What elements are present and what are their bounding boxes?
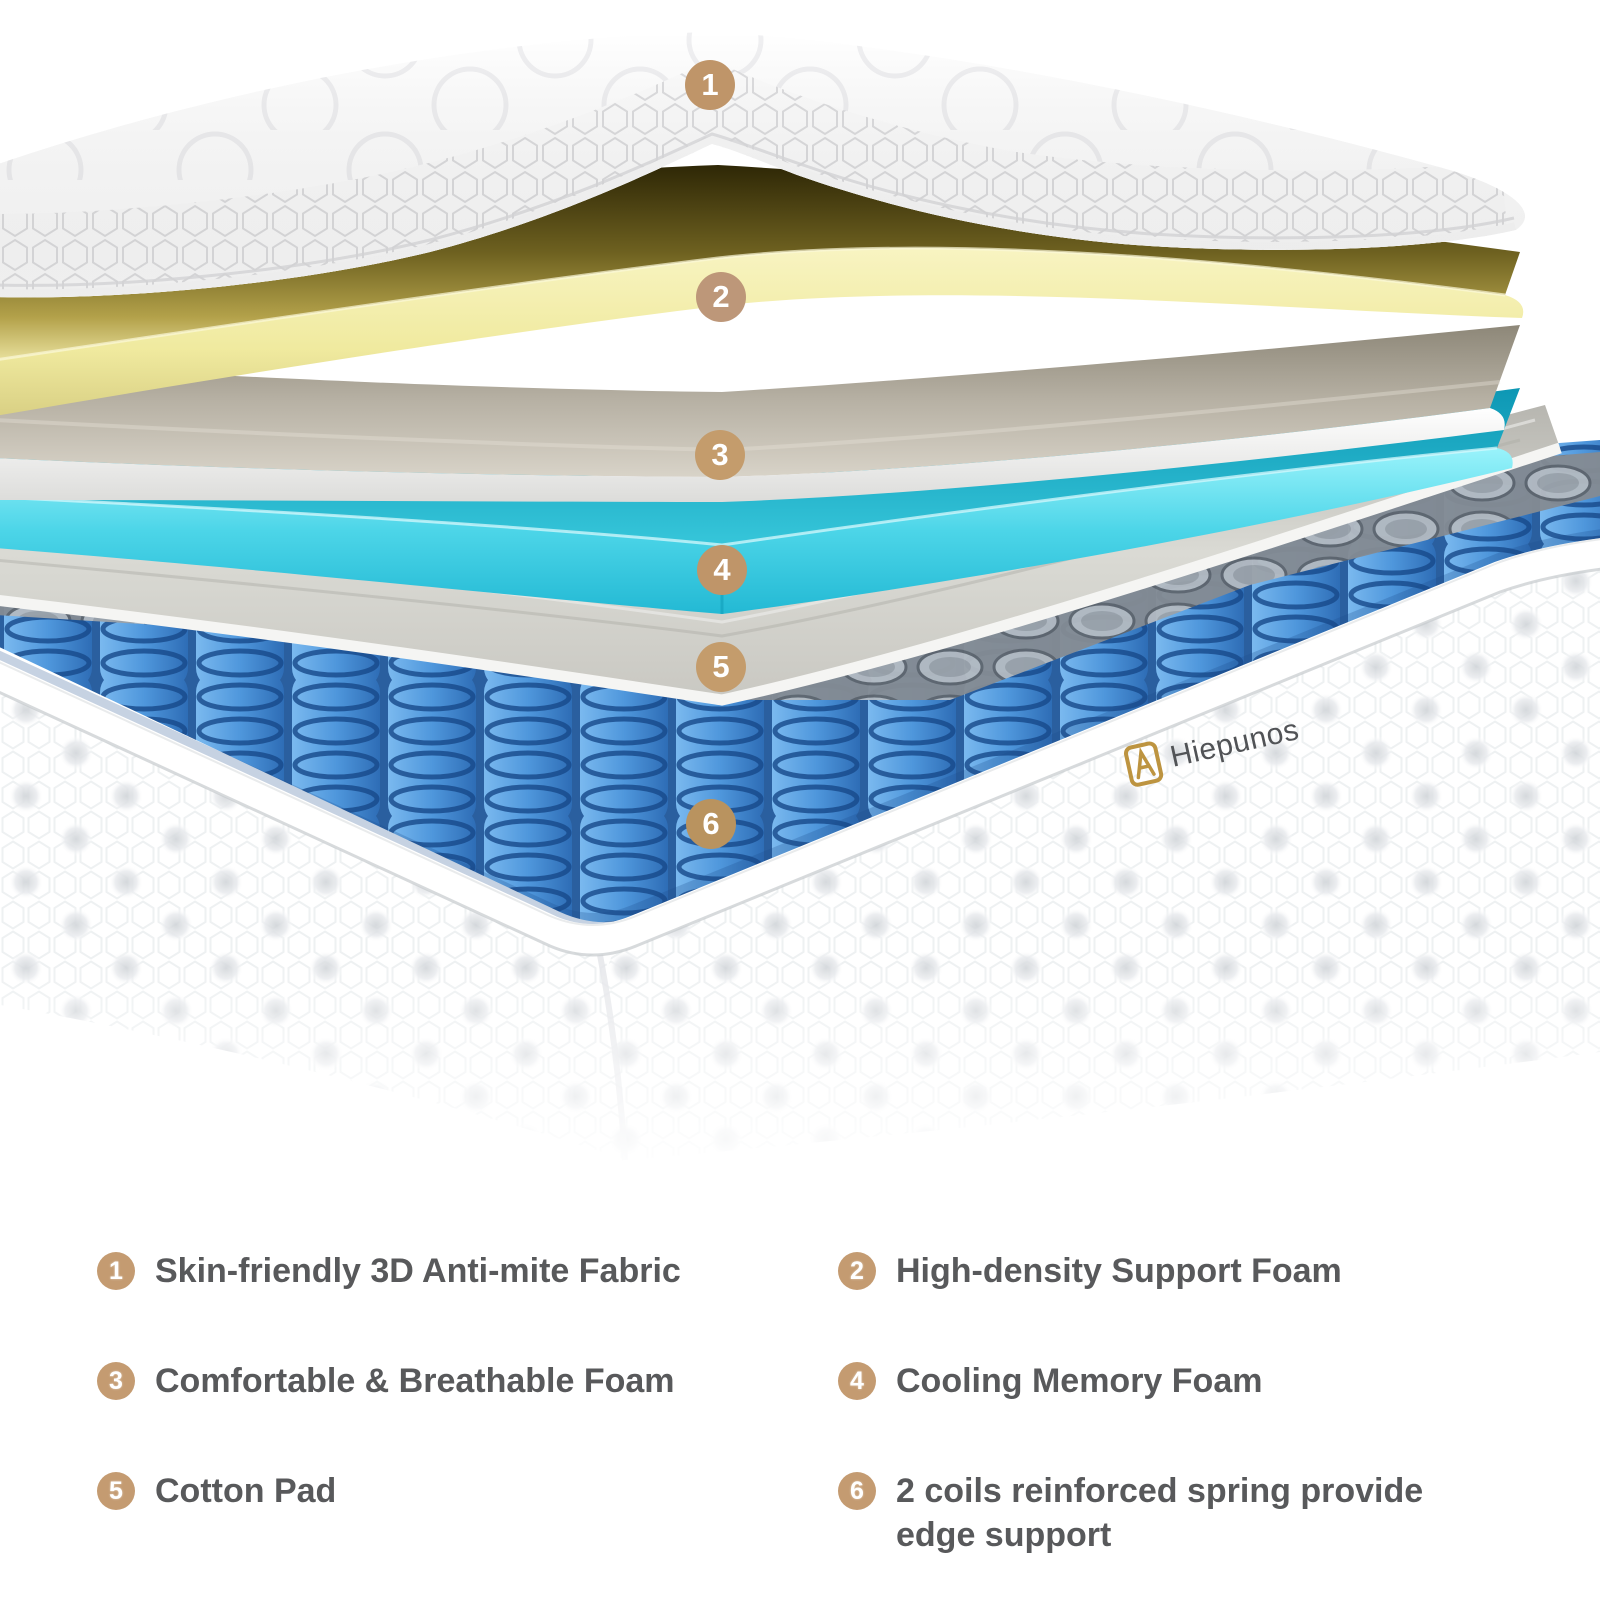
legend-badge-2: 2 bbox=[838, 1252, 876, 1290]
cotton-pad-edge bbox=[0, 442, 1562, 706]
layer-badge-5: 5 bbox=[696, 642, 746, 692]
bottom-fade bbox=[0, 960, 1600, 1180]
legend-label-2: High-density Support Foam bbox=[896, 1252, 1342, 1290]
cotton-pad-top bbox=[0, 405, 1560, 700]
mattress-layers-illustration bbox=[0, 32, 1600, 1180]
legend-item-3: 3 Comfortable & Breathable Foam bbox=[97, 1360, 675, 1404]
base-rim bbox=[0, 538, 1600, 957]
legend-item-2: 2 High-density Support Foam bbox=[838, 1250, 1342, 1294]
legend-label-1: Skin-friendly 3D Anti-mite Fabric bbox=[155, 1252, 681, 1290]
legend-item-4: 4 Cooling Memory Foam bbox=[838, 1360, 1262, 1404]
memory-foam-top bbox=[0, 388, 1520, 545]
hiepunos-logo-icon bbox=[1123, 741, 1164, 787]
layer-badge-6: 6 bbox=[686, 799, 736, 849]
layer-badge-2: 2 bbox=[696, 272, 746, 322]
legend-badge-1: 1 bbox=[97, 1252, 135, 1290]
legend-label-6: 2 coils reinforced spring provide edge s… bbox=[896, 1472, 1424, 1554]
layer-badge-1: 1 bbox=[685, 60, 735, 110]
layer-badge-3: 3 bbox=[695, 430, 745, 480]
legend-item-5: 5 Cotton Pad bbox=[97, 1470, 336, 1514]
legend-item-1: 1 Skin-friendly 3D Anti-mite Fabric bbox=[97, 1250, 681, 1294]
legend-label-5: Cotton Pad bbox=[155, 1472, 337, 1510]
breathable-foam-edge bbox=[0, 408, 1505, 502]
legend-label-4: Cooling Memory Foam bbox=[896, 1362, 1263, 1400]
legend-badge-5: 5 bbox=[97, 1472, 135, 1510]
layer-badge-4: 4 bbox=[697, 545, 747, 595]
legend-badge-3: 3 bbox=[97, 1362, 135, 1400]
legend-label-3: Comfortable & Breathable Foam bbox=[155, 1362, 675, 1400]
legend-badge-4: 4 bbox=[838, 1362, 876, 1400]
support-foam-edge bbox=[0, 248, 1524, 416]
breathable-foam-top bbox=[0, 325, 1520, 477]
legend-badge-6: 6 bbox=[838, 1472, 876, 1510]
brand-logo: Hiepunos bbox=[1121, 706, 1304, 791]
legend-item-6: 6 2 coils reinforced spring provide edge… bbox=[838, 1470, 1508, 1557]
